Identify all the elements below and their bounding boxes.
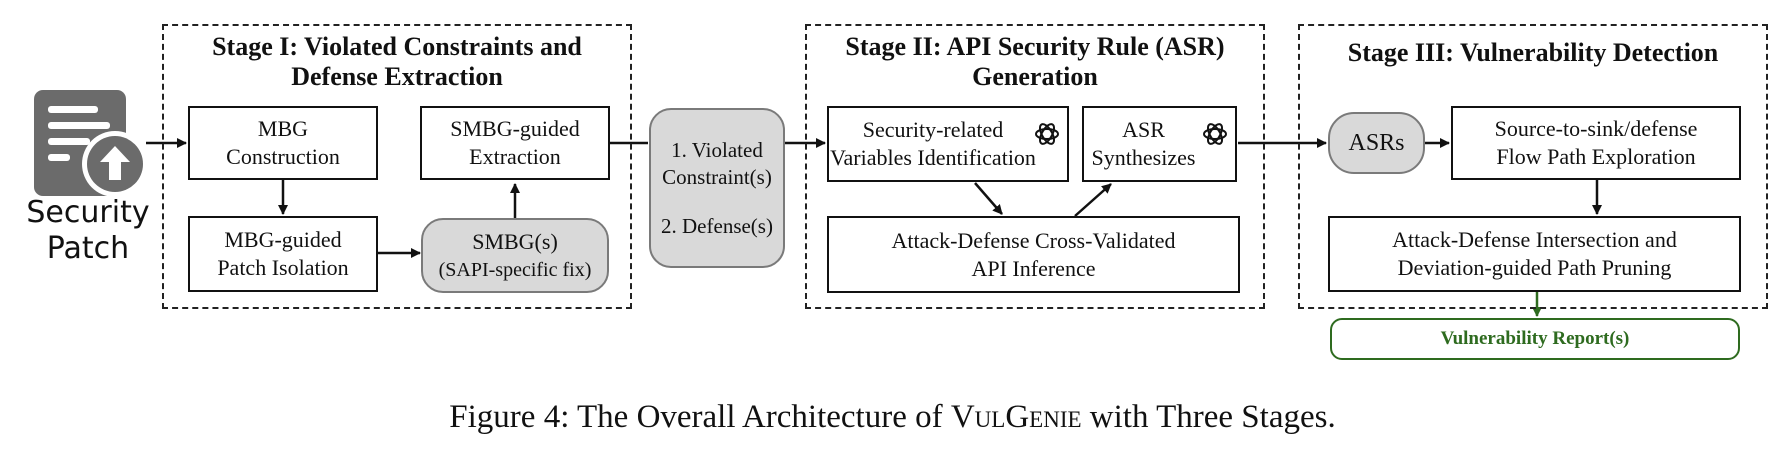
variables-identification-label: Security-related Variables Identificatio… <box>830 117 1036 170</box>
violated-constraints-label: 1. Violated Constraint(s) <box>662 137 772 189</box>
stage-2-panel: Stage II: API Security Rule (ASR) Genera… <box>805 24 1265 309</box>
stage-2-title: Stage II: API Security Rule (ASR) Genera… <box>845 32 1225 91</box>
cross-validated-inference-box: Attack-Defense Cross-Validated API Infer… <box>827 216 1240 293</box>
smbg-sub-label: (SAPI-specific fix) <box>438 258 592 281</box>
smbg-box: SMBG(s) (SAPI-specific fix) <box>421 218 609 293</box>
smbg-label: SMBG(s) <box>472 228 558 254</box>
violated-constraints-box: 1. Violated Constraint(s) 2. Defense(s) <box>649 108 785 268</box>
stage-3-panel: Stage III: Vulnerability Detection <box>1298 24 1768 309</box>
openai-logo-icon <box>1035 123 1059 145</box>
vulnerability-report-label: Vulnerability Report(s) <box>1440 328 1630 349</box>
mbg-construction-label: MBG Construction <box>226 116 340 169</box>
openai-logo-icon <box>1203 123 1227 145</box>
arrow-inference-to-synthesizes <box>1074 183 1112 217</box>
path-pruning-label: Attack-Defense Intersection and Deviatio… <box>1392 227 1677 280</box>
patch-isolation-label: MBG-guided Patch Isolation <box>217 227 349 280</box>
caption-system-name: VulGenie <box>950 399 1082 435</box>
asrs-label: ASRs <box>1348 130 1405 156</box>
path-pruning-box: Attack-Defense Intersection and Deviatio… <box>1328 216 1741 292</box>
flow-path-exploration-box: Source-to-sink/defense Flow Path Explora… <box>1451 106 1741 180</box>
stage-1-title: Stage I: Violated Constraints and Defens… <box>212 32 582 91</box>
caption-suffix: with Three Stages. <box>1081 399 1336 435</box>
vulnerability-report-box: Vulnerability Report(s) <box>1330 318 1740 360</box>
mbg-construction-box: MBG Construction <box>188 106 378 180</box>
arrow-variables-to-inference <box>974 182 1003 215</box>
smbg-extraction-box: SMBG-guided Extraction <box>420 106 610 180</box>
asr-synthesizes-box: ASR Synthesizes <box>1082 106 1237 182</box>
asrs-box: ASRs <box>1328 112 1425 174</box>
security-patch-label: Security Patch <box>26 195 150 266</box>
document-upload-icon <box>34 90 148 197</box>
variables-identification-box: Security-related Variables Identificatio… <box>827 106 1069 182</box>
flow-path-exploration-label: Source-to-sink/defense Flow Path Explora… <box>1494 116 1698 169</box>
caption-prefix: Figure 4: The Overall Architecture of <box>449 399 951 435</box>
stage-1-panel: Stage I: Violated Constraints and Defens… <box>162 24 632 309</box>
figure-caption: Figure 4: The Overall Architecture of Vu… <box>0 397 1785 437</box>
stage-3-title: Stage III: Vulnerability Detection <box>1347 38 1719 67</box>
cross-validated-inference-label: Attack-Defense Cross-Validated API Infer… <box>891 227 1176 281</box>
asr-synthesizes-label: ASR Synthesizes <box>1091 117 1196 170</box>
patch-isolation-box: MBG-guided Patch Isolation <box>188 216 378 292</box>
defenses-label: 2. Defense(s) <box>661 213 773 238</box>
smbg-extraction-label: SMBG-guided Extraction <box>450 116 580 169</box>
